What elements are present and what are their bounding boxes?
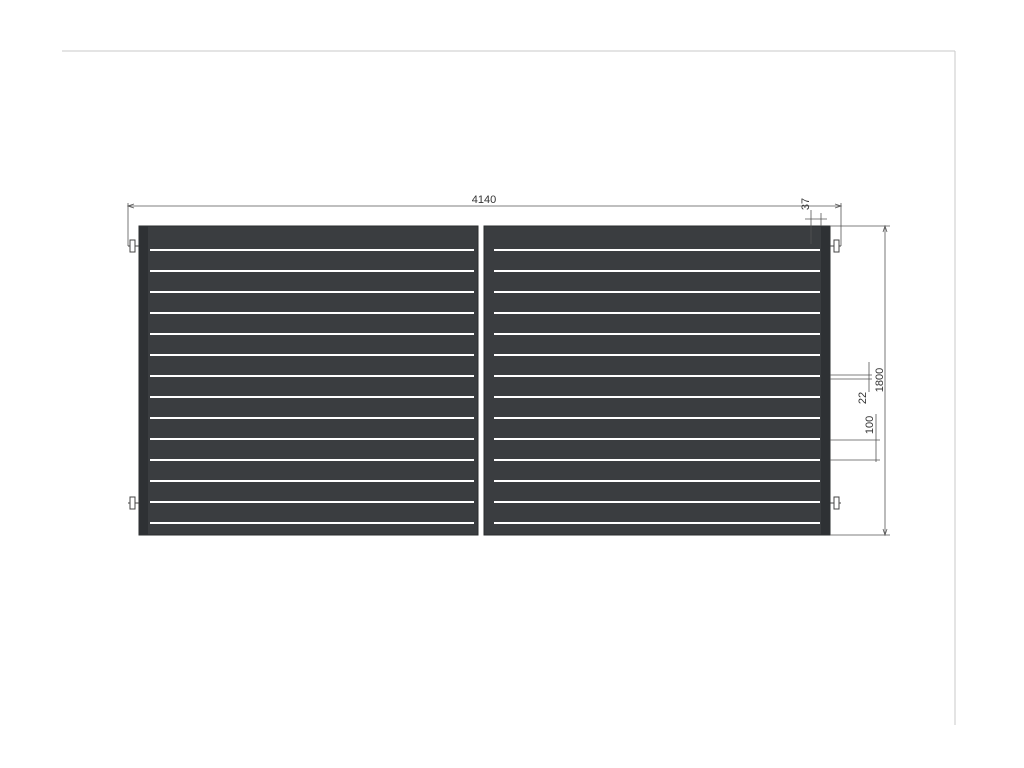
dimension-post-width-label: 37 <box>800 198 812 210</box>
hinge-top-right <box>830 239 841 253</box>
right-slat-gap <box>494 291 820 293</box>
right-slat-gap <box>494 375 820 377</box>
left-slat-gap <box>150 312 474 314</box>
dimension-total-width <box>126 203 843 246</box>
right-hinge-post <box>821 226 830 535</box>
dimension-slat-height <box>830 414 880 462</box>
right-slat-gap <box>494 522 820 524</box>
right-slat-gap <box>494 459 820 461</box>
right-slat-gaps <box>494 249 820 524</box>
left-slat-gap <box>150 480 474 482</box>
left-slat-gap <box>150 459 474 461</box>
sheet-border <box>62 50 956 725</box>
dimension-total-height <box>830 224 890 537</box>
hinge-bottom-right <box>830 496 841 510</box>
left-slat-gap <box>150 501 474 503</box>
hinge-top-left <box>128 239 139 253</box>
right-slat-gap <box>494 270 820 272</box>
dimension-slat-height-label: 100 <box>864 416 876 434</box>
left-slat-gap <box>150 249 474 251</box>
right-slat-gap <box>494 249 820 251</box>
dimension-total-width-label: 4140 <box>472 194 496 206</box>
left-slat-gap <box>150 522 474 524</box>
right-slat-gap <box>494 333 820 335</box>
left-slat-gap <box>150 417 474 419</box>
right-slat-gap <box>494 501 820 503</box>
left-slat-gap <box>150 354 474 356</box>
right-slat-gap <box>494 438 820 440</box>
right-leaf-panel <box>483 225 831 536</box>
left-slat-gap <box>150 333 474 335</box>
left-leaf-panel <box>138 225 479 536</box>
dimension-gap-label: 22 <box>857 392 869 404</box>
left-slat-gap <box>150 375 474 377</box>
right-slat-gap <box>494 354 820 356</box>
dimension-gap <box>830 362 872 392</box>
right-gate-leaf <box>483 225 831 536</box>
left-hinge-post <box>139 226 148 535</box>
right-slat-gap <box>494 417 820 419</box>
dimension-post-width <box>805 210 827 244</box>
left-gate-leaf <box>138 225 479 536</box>
left-slat-gap <box>150 270 474 272</box>
dimension-total-height-label: 1800 <box>874 368 886 392</box>
hinge-bottom-left <box>128 496 139 510</box>
right-slat-gap <box>494 312 820 314</box>
left-slat-gaps <box>150 249 474 524</box>
left-slat-gap <box>150 291 474 293</box>
right-slat-gap <box>494 396 820 398</box>
left-slat-gap <box>150 438 474 440</box>
right-slat-gap <box>494 480 820 482</box>
left-slat-gap <box>150 396 474 398</box>
